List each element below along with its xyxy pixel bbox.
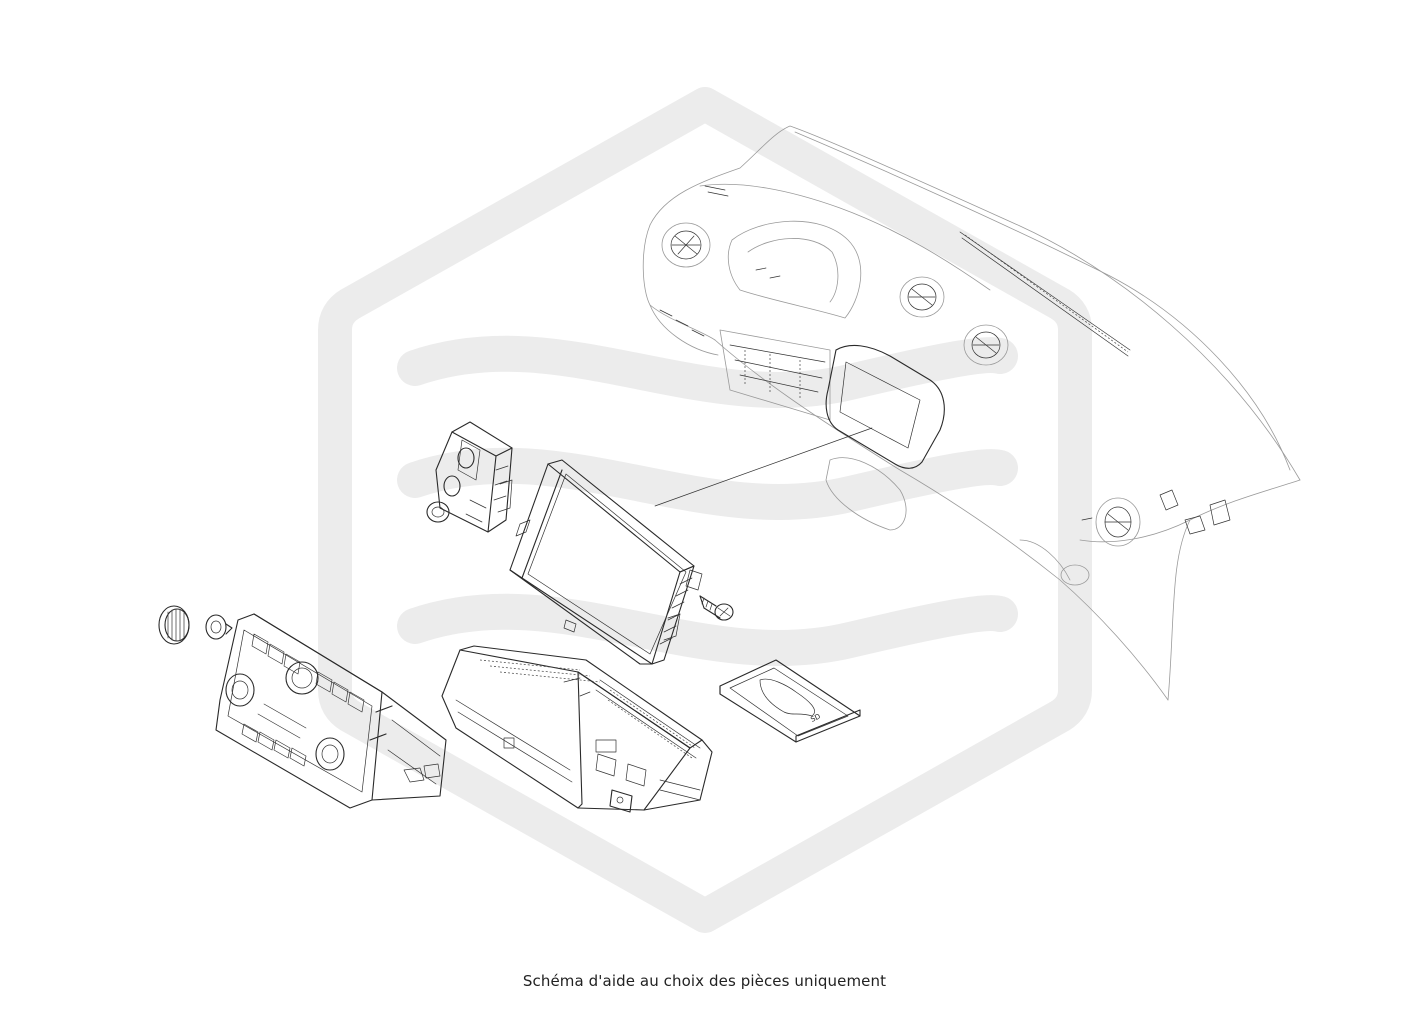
radio-unit-icon [441,645,713,813]
screen-icon [509,459,703,665]
switch-module-icon [426,421,513,533]
sd-card-icon: SD [719,659,861,743]
watermark-logo [318,87,1092,933]
sd-card-label: SD [809,712,821,723]
screw-icon [699,595,734,621]
climate-panel-icon [215,613,447,809]
knob-icon [158,605,190,645]
nut-icon [205,614,233,640]
leader-line [654,427,873,507]
dashboard-icon [642,125,1301,701]
diagram-caption: Schéma d'aide au choix des pièces unique… [522,972,887,990]
